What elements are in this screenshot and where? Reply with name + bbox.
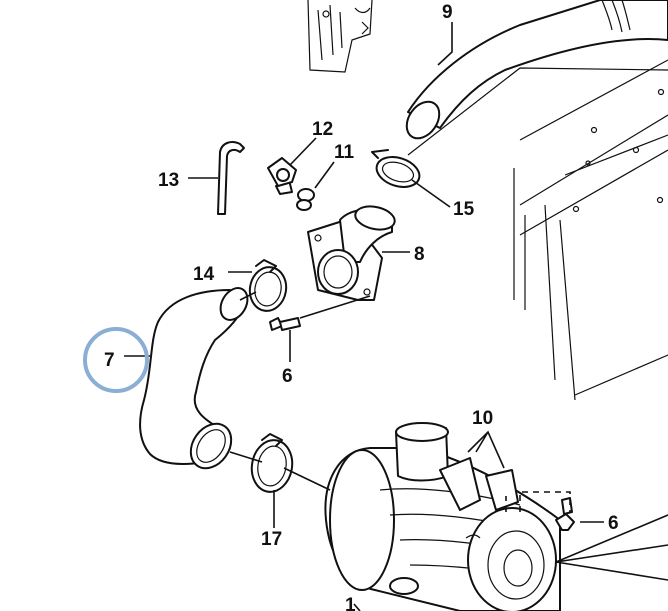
air-cleaner-1	[324, 422, 561, 611]
grommet-11	[296, 188, 315, 211]
callout-9: 9	[442, 2, 453, 23]
sensor-12	[267, 157, 297, 195]
leader-lines	[124, 22, 668, 611]
hose-clamp-17	[250, 433, 294, 493]
s-shaped-hose-7	[139, 287, 249, 470]
bent-tube-13	[217, 141, 245, 215]
callout-1: 1	[345, 595, 356, 611]
hose-clamp-14	[248, 259, 288, 312]
radiator-frame	[407, 59, 668, 401]
bolt-6-lower	[555, 497, 575, 531]
upper-intake-pipe	[405, 0, 668, 140]
callout-8: 8	[414, 244, 425, 265]
callout-15: 15	[453, 199, 475, 220]
callout-11: 11	[334, 142, 355, 163]
hidden-lines	[505, 491, 571, 512]
callout-10: 10	[472, 408, 493, 429]
callout-6-lower: 6	[608, 513, 619, 534]
engine-block	[307, 0, 373, 73]
elbow-connector-8	[307, 205, 396, 301]
highlight-ring	[83, 327, 149, 393]
callout-12: 12	[312, 119, 333, 140]
callout-6-upper: 6	[282, 366, 293, 387]
callout-17: 17	[261, 529, 282, 550]
callout-14: 14	[193, 264, 215, 285]
callout-13: 13	[158, 170, 179, 191]
bolt-6-upper	[269, 317, 301, 331]
callout-7: 7	[104, 350, 115, 371]
hose-clamp-15	[371, 149, 421, 188]
